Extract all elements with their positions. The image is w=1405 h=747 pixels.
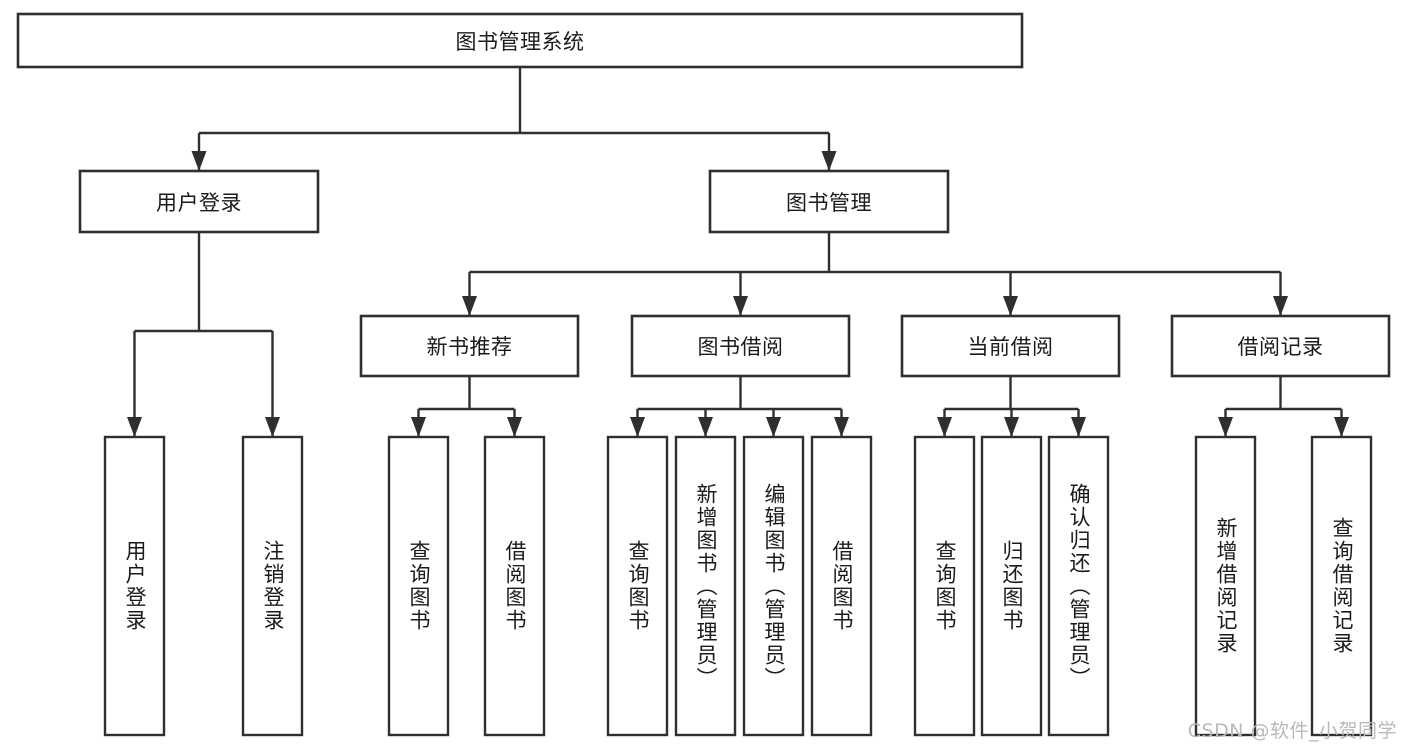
- node-box-user-logout-leaf[interactable]: [241, 435, 304, 737]
- arrow-head-new-book-recommend: [462, 296, 477, 316]
- node-box-query-book-3[interactable]: [913, 435, 976, 737]
- arrow-head-confirm-return-admin: [1071, 417, 1086, 437]
- node-box-user-login[interactable]: [78, 169, 320, 234]
- arrow-head-borrow-book-1: [507, 417, 522, 437]
- box-layer: [16, 12, 1391, 737]
- arrow-head-query-borrow-record: [1334, 417, 1349, 437]
- arrow-head-borrow-record: [1273, 296, 1288, 316]
- node-box-confirm-return-admin[interactable]: [1047, 435, 1110, 737]
- node-box-book-borrow[interactable]: [630, 314, 851, 378]
- node-box-add-borrow-record[interactable]: [1194, 435, 1257, 737]
- arrow-head-add-book-admin: [698, 417, 713, 437]
- node-box-return-book[interactable]: [980, 435, 1043, 737]
- arrow-head-book-borrow: [733, 296, 748, 316]
- node-box-book-manage[interactable]: [708, 169, 950, 234]
- node-box-root[interactable]: [16, 12, 1024, 69]
- arrow-head-add-borrow-record: [1218, 417, 1233, 437]
- node-box-borrow-book-1[interactable]: [483, 435, 546, 737]
- node-box-query-borrow-record[interactable]: [1310, 435, 1373, 737]
- arrow-head-user-login-leaf: [127, 417, 142, 437]
- node-box-edit-book-admin[interactable]: [742, 435, 805, 737]
- node-box-query-book-2[interactable]: [606, 435, 669, 737]
- node-box-query-book-1[interactable]: [387, 435, 450, 737]
- node-box-borrow-record[interactable]: [1170, 314, 1391, 378]
- arrow-head-current-borrow: [1003, 296, 1018, 316]
- arrow-head-query-book-2: [630, 417, 645, 437]
- arrow-head-book-manage: [821, 151, 837, 171]
- arrow-head-borrow-book-2: [834, 417, 849, 437]
- arrow-head-query-book-1: [411, 417, 426, 437]
- node-box-user-login-leaf[interactable]: [103, 435, 166, 737]
- arrow-head-edit-book-admin: [766, 417, 781, 437]
- node-box-current-borrow[interactable]: [900, 314, 1121, 378]
- arrow-head-user-logout-leaf: [265, 417, 280, 437]
- node-box-borrow-book-2[interactable]: [810, 435, 873, 737]
- arrow-head-return-book: [1004, 417, 1019, 437]
- arrow-head-query-book-3: [937, 417, 952, 437]
- node-box-new-book-recommend[interactable]: [359, 314, 580, 378]
- node-box-add-book-admin[interactable]: [674, 435, 737, 737]
- connector-layer: [127, 67, 1349, 437]
- arrow-head-user-login: [191, 151, 207, 171]
